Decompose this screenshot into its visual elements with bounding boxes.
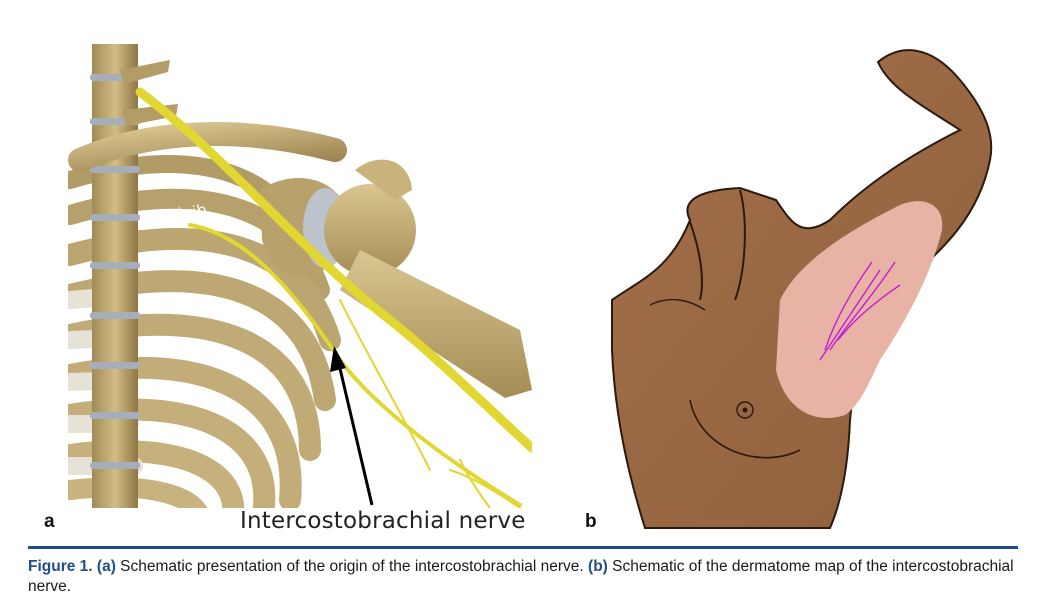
nerve-label: Intercostobrachial nerve: [240, 508, 526, 534]
caption-divider: [28, 546, 1018, 549]
panel-a-letter: a: [44, 511, 55, 532]
caption-part-b-tag: (b): [588, 558, 608, 575]
dermatome-area: [776, 201, 943, 418]
rib-label-number: 2: [159, 209, 173, 229]
nerve-branches: [819, 261, 901, 361]
panel-b-illustration: [611, 49, 993, 529]
panel-b-letter: b: [585, 511, 597, 532]
caption-part-b-text: Schematic of the dermatome map of the in…: [28, 558, 1014, 595]
rib-label-word: rib: [180, 200, 208, 223]
skeleton-drawing: [68, 44, 532, 508]
rib-label-superscript: nd: [168, 206, 183, 220]
figure-caption: Figure 1. (a) Schematic presentation of …: [28, 557, 1028, 597]
caption-part-a-tag: (a): [96, 558, 116, 575]
caption-part-a-text: Schematic presentation of the origin of …: [115, 558, 589, 575]
caption-lead: Figure 1.: [28, 558, 93, 575]
rib-label: 2nd rib: [159, 200, 209, 229]
